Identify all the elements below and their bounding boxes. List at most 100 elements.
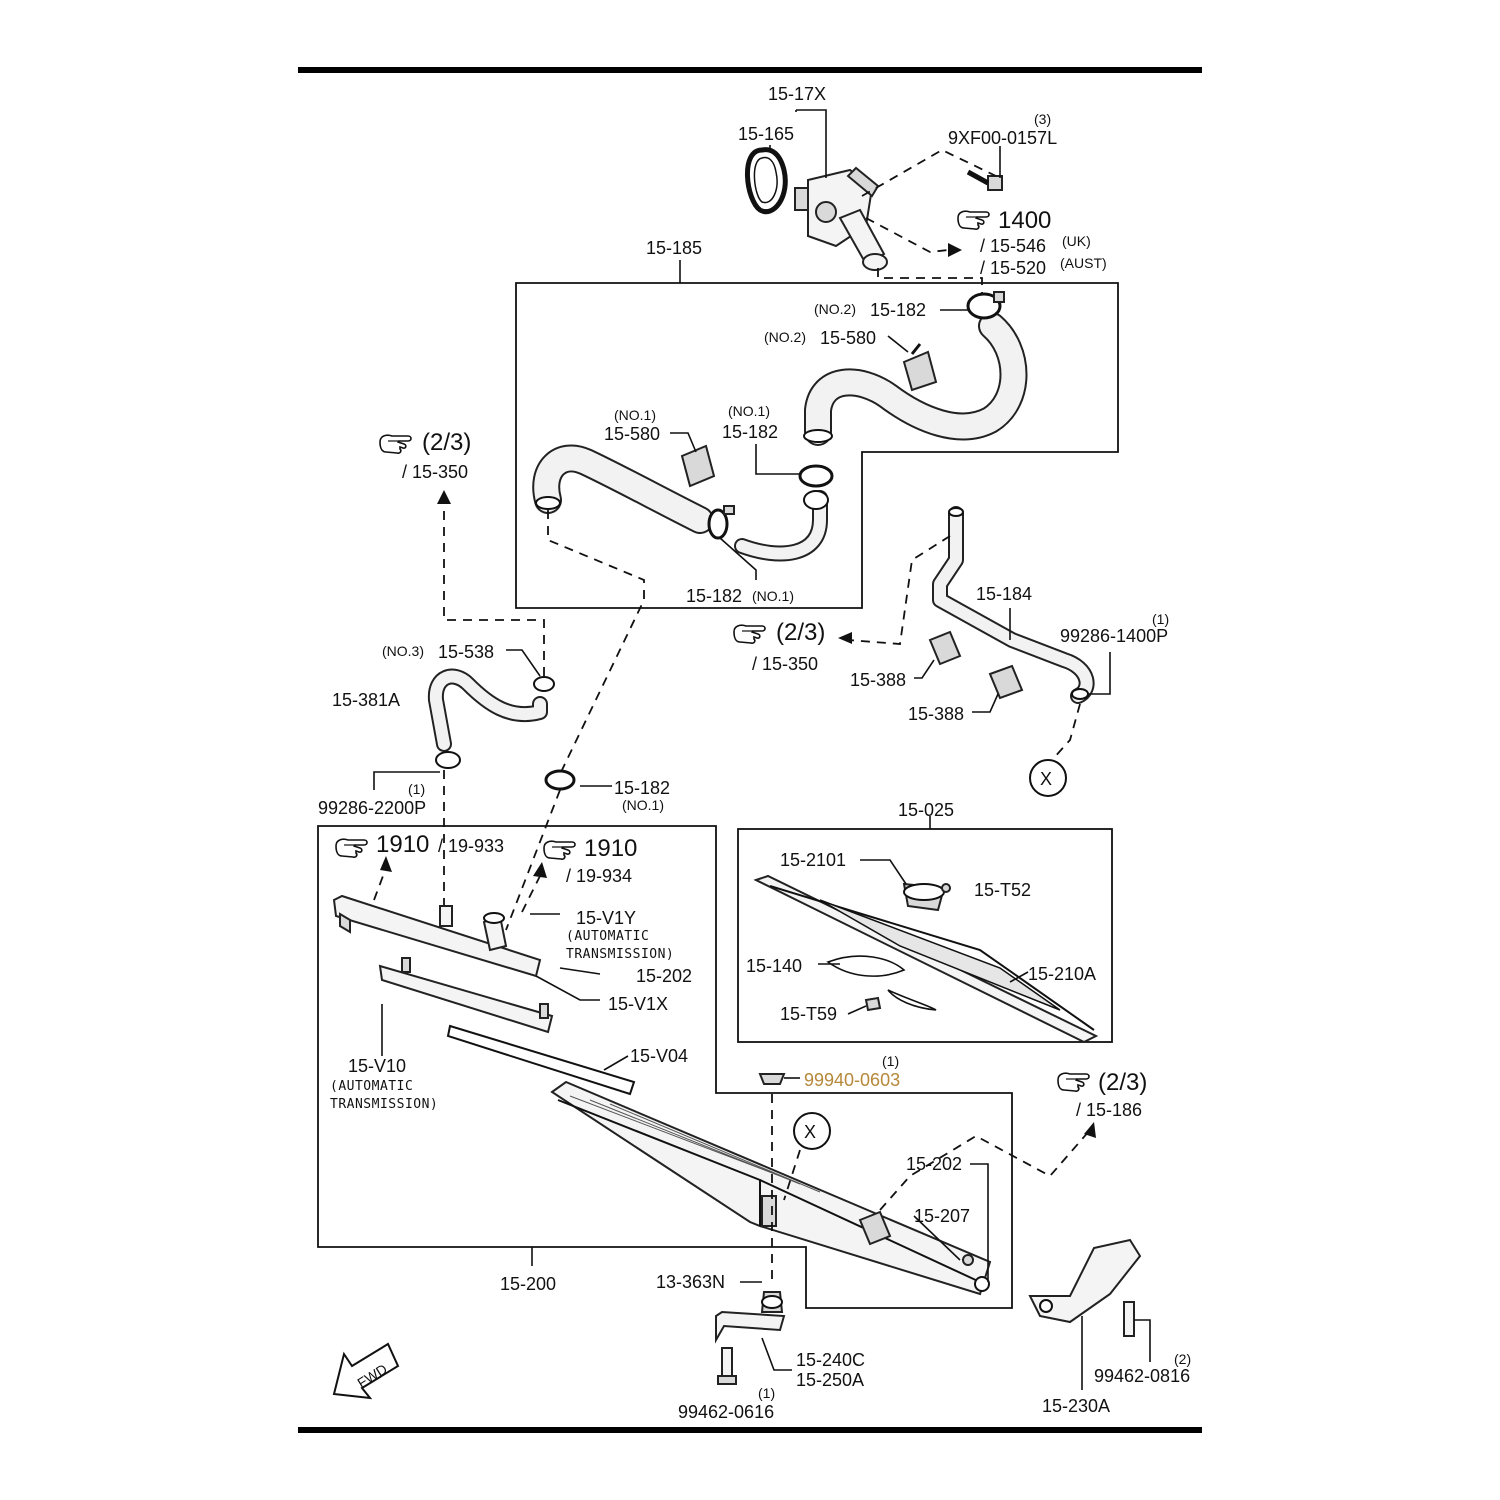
label-15-538: 15-538 — [438, 642, 494, 662]
leader — [535, 975, 600, 1001]
label-15-388: 15-388 — [850, 670, 906, 690]
radiator-core — [550, 1080, 992, 1296]
label-15-230a: 15-230A — [1042, 1396, 1110, 1416]
ref-1910: 1910 — [584, 835, 637, 862]
label-15-17x: 15-17X — [768, 84, 826, 104]
clamp-no1-b — [707, 505, 735, 540]
label-99462-0816: 99462-0816 — [1094, 1366, 1190, 1386]
label-no2: (NO.2) — [764, 329, 806, 345]
leader — [860, 859, 907, 885]
label-15-165: 15-165 — [738, 124, 794, 144]
dashed-link — [373, 867, 387, 901]
label-no2: (NO.2) — [814, 301, 856, 317]
label-qty: (1) — [408, 781, 425, 797]
label-15-v1y: 15-V1Y — [576, 908, 636, 928]
label-15-202: 15-202 — [906, 1154, 962, 1174]
dashed-link — [1051, 703, 1081, 761]
label-15-182: 15-182 — [722, 422, 778, 442]
fan-shroud — [753, 874, 1099, 1044]
clip-15-388-a — [928, 630, 962, 666]
label-15-388: 15-388 — [908, 704, 964, 724]
arrowhead — [533, 862, 547, 878]
radiator-lower-tube — [378, 957, 554, 1034]
label-transmission: TRANSMISSION) — [330, 1097, 438, 1112]
label-13-363n: 13-363N — [656, 1272, 725, 1292]
ref-19-933: / 19-933 — [438, 836, 504, 856]
label-15-184: 15-184 — [976, 584, 1032, 604]
label-qty: (3) — [1034, 111, 1051, 127]
mount-13-363n — [760, 1291, 784, 1313]
leader — [970, 1163, 989, 1282]
label-15-207: 15-207 — [914, 1206, 970, 1226]
dashed-link — [879, 1129, 1091, 1211]
ref-15-186: / 15-186 — [1076, 1100, 1142, 1120]
leader — [847, 1005, 867, 1015]
fwd-arrow-icon — [332, 1342, 400, 1400]
label-15-210a: 15-210A — [1028, 964, 1096, 984]
pointing-hand-icon — [335, 838, 368, 858]
label-15-200: 15-200 — [500, 1274, 556, 1294]
label-99286-1400p: 99286-1400P — [1060, 626, 1168, 646]
bracket-15-240c — [715, 1310, 786, 1344]
bolt-99940-0603 — [758, 1073, 786, 1085]
clip-15-388-b — [988, 664, 1024, 700]
arrowhead — [1084, 1122, 1096, 1138]
ref-1910: 1910 — [376, 831, 429, 858]
ref-2-3: (2/3) — [1098, 1069, 1147, 1096]
label-15-t59: 15-T59 — [780, 1004, 837, 1024]
ref-15-546: / 15-546 — [980, 236, 1046, 256]
leader — [913, 1215, 961, 1261]
clamp-no1-a — [798, 464, 834, 510]
pointing-hand-icon — [1057, 1072, 1090, 1092]
ref-1400: 1400 — [998, 207, 1051, 234]
label-15-v1x: 15-V1X — [608, 994, 668, 1014]
label-99286-2200p: 99286-2200P — [318, 798, 426, 818]
leader — [796, 109, 827, 178]
label-automatic: (AUTOMATIC — [566, 929, 649, 944]
leader — [373, 771, 440, 790]
bracket-15-230a — [1028, 1238, 1142, 1324]
leader — [914, 659, 935, 679]
label-qty: (1) — [882, 1053, 899, 1069]
arrowhead — [437, 490, 451, 504]
dashed-link — [877, 268, 983, 296]
label-qty: (1) — [1152, 611, 1169, 627]
label-no1: (NO.1) — [614, 407, 656, 423]
label-15-250a: 15-250A — [796, 1370, 864, 1390]
label-no1: (NO.1) — [622, 797, 664, 813]
clamp-15-538 — [533, 676, 555, 692]
hose-group-box — [515, 282, 1119, 609]
fan-group-box — [737, 828, 1113, 1043]
thermostat-housing — [745, 147, 888, 271]
dashed-link — [521, 875, 541, 913]
hose-15-381a — [427, 668, 548, 752]
radiator-upper-tank — [332, 894, 542, 978]
leader — [670, 432, 697, 453]
label-15-140: 15-140 — [746, 956, 802, 976]
arrowhead — [380, 856, 392, 872]
clip-15-580-no1 — [680, 444, 716, 488]
hose-upper — [803, 312, 1028, 446]
ref-15-520: / 15-520 — [980, 258, 1046, 278]
label-uk: (UK) — [1062, 233, 1091, 249]
connector-x-label: X — [1040, 769, 1052, 789]
dashed-link — [865, 217, 949, 253]
clamp-99286-1400p — [1071, 688, 1089, 700]
connector-x-icon — [1029, 759, 1067, 797]
label-15-182: 15-182 — [686, 586, 742, 606]
nut-15-t52 — [941, 883, 951, 893]
label-no1: (NO.1) — [728, 403, 770, 419]
leader — [506, 649, 541, 677]
clamp-top — [966, 291, 1005, 320]
label-15-v04: 15-V04 — [630, 1046, 688, 1066]
radiator-group-box — [317, 825, 1013, 1309]
label-15-182: 15-182 — [614, 778, 670, 798]
label-15-2101: 15-2101 — [780, 850, 846, 870]
label-15-240c: 15-240C — [796, 1350, 865, 1370]
label-15-580: 15-580 — [604, 424, 660, 444]
leader — [755, 444, 800, 475]
pointing-hand-icon — [733, 624, 766, 644]
pointing-hand-icon — [957, 210, 990, 230]
label-no1: (NO.1) — [752, 588, 794, 604]
